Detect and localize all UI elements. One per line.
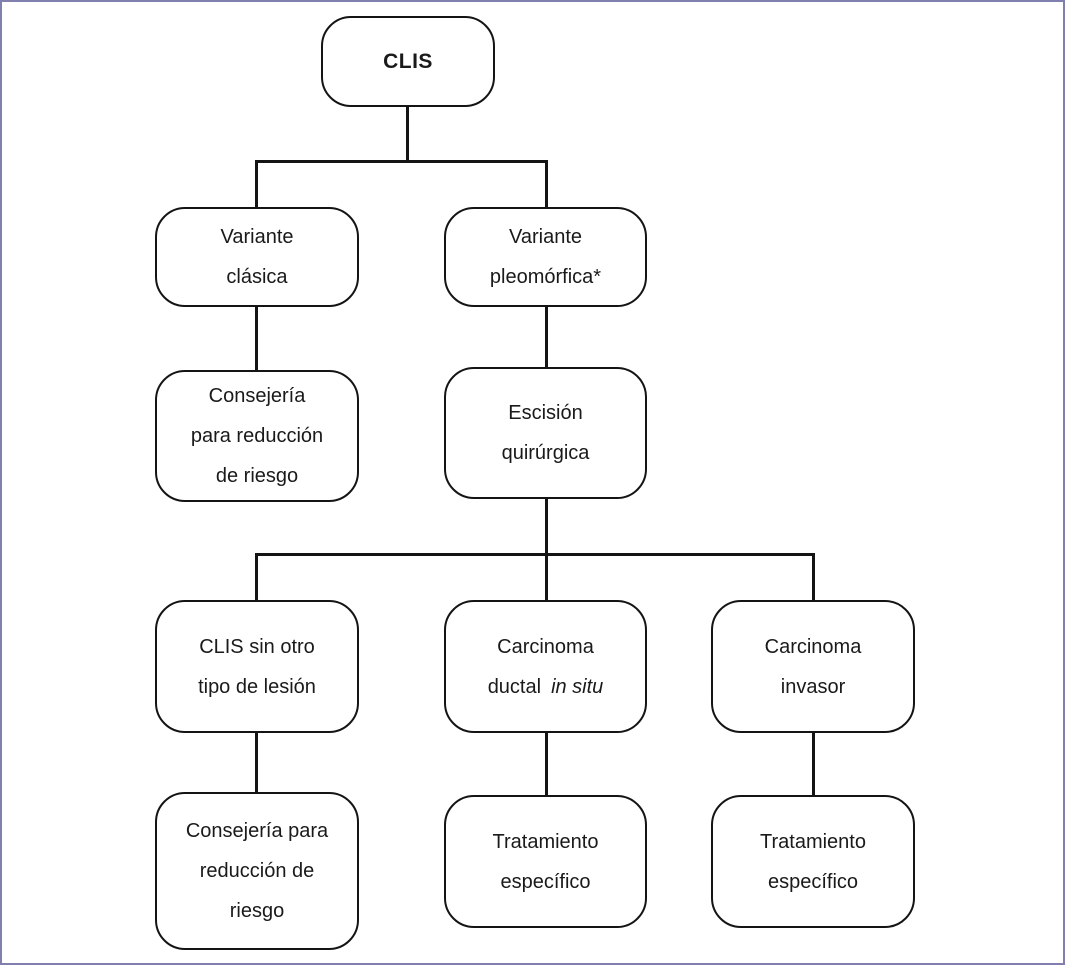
node-label-line: Variante <box>220 226 294 248</box>
node-carcinoma-ductal-in-situ: Carcinoma ductal in situ <box>444 600 647 733</box>
node-clis-sin-otro-tipo-lesion: CLIS sin otro tipo de lesión <box>155 600 359 733</box>
connector-line <box>545 306 548 369</box>
node-label-line: invasor <box>780 675 846 698</box>
node-tratamiento-especifico-invasor: Tratamiento específico <box>711 795 915 928</box>
connector-line <box>255 160 258 209</box>
connector-line <box>255 553 815 556</box>
node-label-line: pleomórfica* <box>489 266 602 288</box>
node-escision-quirurgica: Escisión quirúrgica <box>444 367 647 499</box>
node-label-line: Carcinoma <box>764 635 862 658</box>
node-label-line: Consejería para <box>185 820 329 842</box>
node-carcinoma-invasor: Carcinoma invasor <box>711 600 915 733</box>
node-label-line: específico <box>500 870 591 893</box>
node-label-segment-italic: in situ <box>551 675 604 698</box>
node-label-line: Escisión <box>508 402 583 424</box>
node-label-line: ductal in situ <box>488 667 604 707</box>
connector-line <box>812 732 815 797</box>
connector-line <box>406 106 409 162</box>
connector-line <box>545 160 548 209</box>
node-label-line: Variante <box>508 226 582 248</box>
node-label-line: quirúrgica <box>501 442 590 464</box>
connector-line <box>255 553 258 602</box>
node-label-line: CLIS <box>383 49 433 73</box>
connector-line <box>255 160 548 163</box>
node-label-line: CLIS sin otro <box>199 635 315 658</box>
node-label-line: reducción de <box>199 860 315 882</box>
node-label-line: Tratamiento <box>760 830 866 853</box>
connector-line <box>812 553 815 602</box>
connector-line <box>545 498 548 602</box>
node-consejeria-reduccion-riesgo-2: Consejería para reducción de riesgo <box>155 792 359 950</box>
node-clis: CLIS <box>321 16 495 107</box>
node-label-line: Tratamiento <box>492 830 599 853</box>
connector-line <box>545 732 548 797</box>
connector-line <box>255 306 258 372</box>
node-label-line: específico <box>767 870 859 893</box>
node-label-segment: ductal <box>487 675 542 698</box>
node-label-line: clásica <box>226 266 288 288</box>
node-label-line: tipo de lesión <box>198 675 316 698</box>
node-label-line: para reducción <box>190 425 324 447</box>
node-label-line: Carcinoma <box>497 635 594 658</box>
node-label-line: riesgo <box>229 900 285 922</box>
node-variante-pleomorfica: Variante pleomórfica* <box>444 207 647 307</box>
node-tratamiento-especifico-ductal: Tratamiento específico <box>444 795 647 928</box>
connector-line <box>255 732 258 794</box>
node-consejeria-reduccion-riesgo: Consejería para reducción de riesgo <box>155 370 359 502</box>
node-label-line: de riesgo <box>215 465 299 487</box>
node-label-line: Consejería <box>208 385 306 407</box>
node-variante-clasica: Variante clásica <box>155 207 359 307</box>
